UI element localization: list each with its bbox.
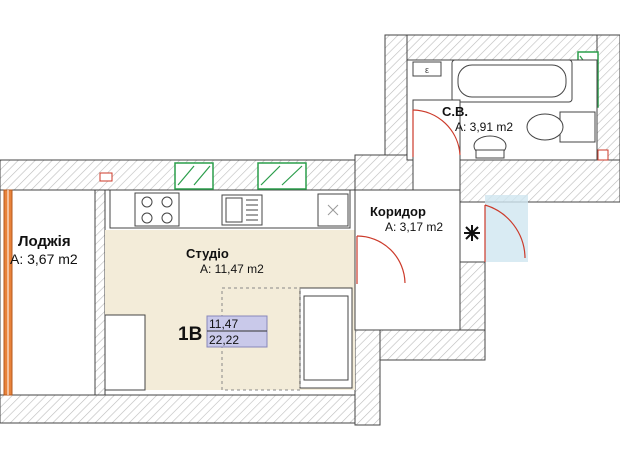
window-right [257,162,307,190]
sofa-icon [299,287,353,389]
bathroom-door-swing [412,109,461,156]
asterisk-vent-icon [464,225,480,241]
entrance-door-glass [485,195,528,262]
loggia [0,189,106,396]
wardrobe [104,314,146,391]
bathtub-icon [451,59,573,103]
exterior-walls [0,34,620,426]
corridor-area: A: 3,17 m2 [385,220,443,234]
apartment-code: 1B [178,324,202,345]
studio-name: Студіо [186,246,229,261]
vent-marker [597,149,609,161]
entrance-door-swing [484,204,526,259]
washbasin-icon [526,111,596,143]
cooktop-icon [134,192,180,227]
apartment-total-area: 22,22 [209,333,239,347]
svg-text:ε: ε [425,65,429,75]
loggia-name: Лоджія [18,233,71,250]
studio-area: A: 11,47 m2 [200,262,264,276]
bathroom-area: A: 3,91 m2 [455,120,513,134]
corridor-room [354,99,528,331]
vent-marker [99,172,113,182]
studio-door-swing [356,235,406,284]
bathroom-room: ε [406,59,598,161]
boiler-icon: ε [412,61,442,77]
toilet-icon [473,135,507,159]
sink-icon [221,194,263,226]
apartment-living-area: 11,47 [209,317,238,331]
apartment-badge: 1B 11,47 22,22 [178,315,268,348]
loggia-area: A: 3,67 m2 [10,251,78,267]
zone-outline [221,287,301,391]
window-left [174,162,214,190]
bathroom-name: С.В. [442,104,468,119]
studio-room [104,189,356,396]
fridge-icon [317,193,349,227]
corridor-name: Коридор [370,204,426,219]
